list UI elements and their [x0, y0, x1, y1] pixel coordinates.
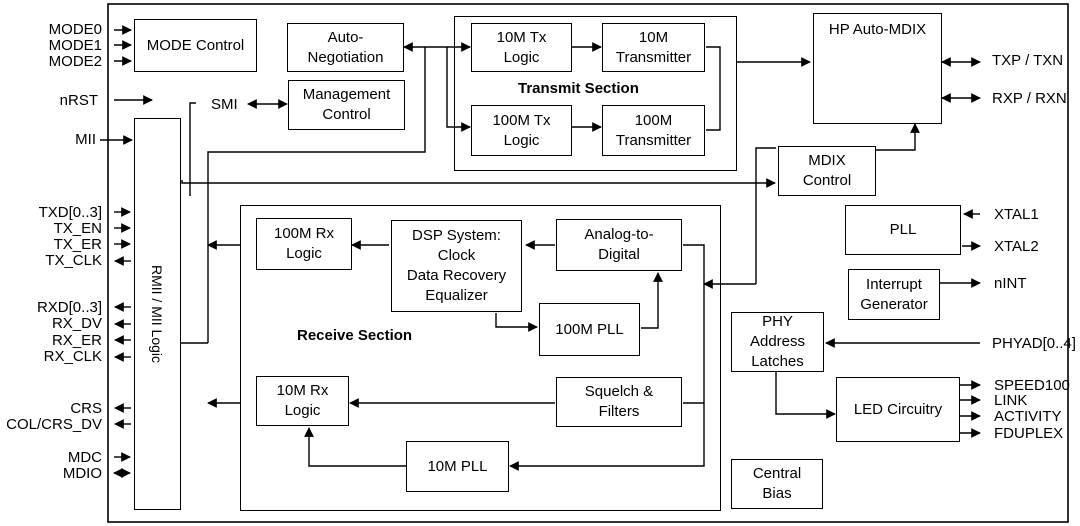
signal-rx-dv: RX_DV — [51, 315, 102, 332]
pll-block: PLL — [845, 205, 961, 255]
pll-100m-block: 100M PLL — [539, 303, 640, 356]
receive-section-label: Receive Section — [297, 327, 413, 344]
signal-fduplex: FDUPLEX — [994, 425, 1064, 442]
signal-mode0: MODE0 — [48, 21, 102, 38]
signal-tx-en: TX_EN — [53, 220, 102, 237]
pll-10m-block: 10M PLL — [406, 441, 509, 492]
tx-10m-logic-block: 10M Tx Logic — [471, 23, 572, 72]
signal-activity: ACTIVITY — [994, 408, 1062, 425]
signal-mdio: MDIO — [62, 465, 102, 482]
rmii-mii-logic-label: RMII / MII Logic — [149, 264, 166, 364]
auto-negotiation-block: Auto- Negotiation — [287, 23, 404, 72]
receive-section — [240, 205, 721, 511]
management-control-block: Management Control — [288, 80, 405, 130]
squelch-filters-block: Squelch & Filters — [556, 377, 682, 427]
rmii-mii-logic-block: RMII / MII Logic — [134, 118, 181, 510]
signal-link: LINK — [994, 392, 1028, 409]
signal-col-crs-dv: COL/CRS_DV — [6, 416, 102, 433]
phy-address-latches-block: PHY Address Latches — [731, 312, 824, 372]
central-bias-block: Central Bias — [731, 459, 823, 509]
signal-mii: MII — [75, 131, 96, 148]
rx-10m-logic-block: 10M Rx Logic — [256, 376, 349, 426]
tx-10m-transmitter-block: 10M Transmitter — [602, 23, 705, 72]
signal-txp-txn: TXP / TXN — [992, 52, 1064, 69]
signal-speed100: SPEED100 — [994, 377, 1070, 394]
dsp-system-block: DSP System: Clock Data Recovery Equalize… — [391, 220, 522, 312]
signal-mdc: MDC — [67, 449, 102, 466]
signal-xtal1: XTAL1 — [994, 206, 1039, 223]
signal-xtal2: XTAL2 — [994, 238, 1039, 255]
signal-phyad: PHYAD[0..4] — [992, 335, 1076, 352]
signal-rx-clk: RX_CLK — [43, 348, 102, 365]
analog-to-digital-block: Analog-to- Digital — [556, 219, 682, 271]
signal-rx-er: RX_ER — [51, 332, 102, 349]
smi-label: SMI — [211, 96, 238, 113]
signal-crs: CRS — [70, 400, 102, 417]
mode-control-block: MODE Control — [134, 19, 257, 72]
hp-auto-mdix-block: HP Auto-MDIX — [813, 13, 942, 124]
transmit-section — [454, 16, 737, 171]
transmit-section-label: Transmit Section — [518, 80, 639, 97]
signal-nint: nINT — [994, 275, 1027, 292]
rx-100m-logic-block: 100M Rx Logic — [256, 218, 352, 270]
signal-txd: TXD[0..3] — [38, 204, 102, 221]
signal-mode1: MODE1 — [48, 37, 102, 54]
tx-100m-transmitter-block: 100M Transmitter — [602, 105, 705, 156]
signal-nrst: nRST — [59, 92, 98, 109]
mdix-control-block: MDIX Control — [778, 146, 876, 196]
signal-tx-er: TX_ER — [53, 236, 102, 253]
signal-mode2: MODE2 — [48, 53, 102, 70]
signal-rxp-rxn: RXP / RXN — [992, 90, 1067, 107]
hp-auto-mdix-label: HP Auto-MDIX — [828, 21, 927, 38]
led-circuitry-block: LED Circuitry — [836, 377, 960, 442]
signal-tx-clk: TX_CLK — [45, 252, 102, 269]
interrupt-generator-block: Interrupt Generator — [848, 269, 940, 320]
tx-100m-logic-block: 100M Tx Logic — [471, 105, 572, 156]
signal-rxd: RXD[0..3] — [36, 299, 102, 316]
